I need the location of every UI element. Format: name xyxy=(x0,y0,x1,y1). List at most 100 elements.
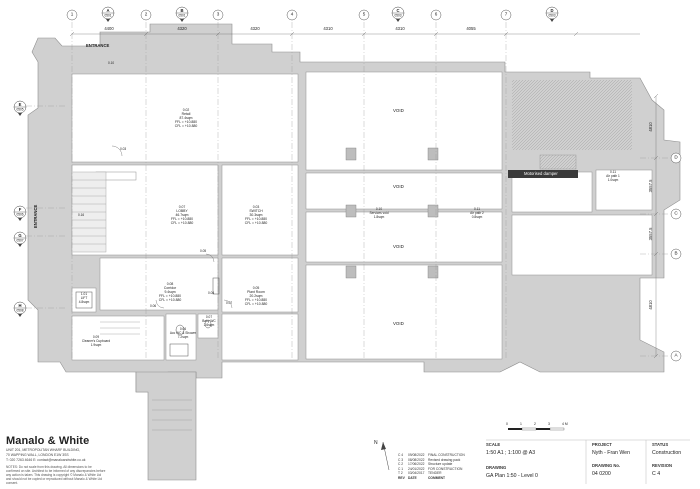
door-tag: 0.05 xyxy=(200,249,207,253)
grid-bubble-label: 5 xyxy=(362,11,366,17)
room-retail-id: 0.02 xyxy=(182,108,190,112)
room-switch-cfl: CFL = +10.880 xyxy=(244,221,268,225)
door-tag: 0.03 xyxy=(120,147,127,151)
section-marker-number: 0505 xyxy=(16,107,24,112)
room-baby-wc: 0.07 Baby WC 2.6sqm xyxy=(196,315,222,327)
north-label: N xyxy=(374,440,378,446)
void-label-2: VOID xyxy=(393,184,404,189)
room-baby-wc-id: 0.07 xyxy=(205,315,213,319)
section-marker-number: 0503 xyxy=(548,13,556,18)
room-air-path-2-name: Air path 2 xyxy=(470,210,484,215)
room-acc-wc-area: 7.2sqm xyxy=(177,334,189,339)
grid-bubble-label: 1 xyxy=(70,11,74,17)
grid-bubble xyxy=(670,350,682,362)
room-air-path-1-id: 0.11 xyxy=(610,170,616,174)
grid-bubble xyxy=(670,208,682,220)
room-retail-cfl: CFL = +10.880 xyxy=(174,124,198,128)
rev-header: COMMENT xyxy=(428,475,446,480)
section-marker-number: 0501 xyxy=(178,13,186,18)
dimension-label: 3557.5 xyxy=(647,179,653,193)
section-marker-letter: B xyxy=(180,7,184,13)
room-switch-name: SWITCH xyxy=(249,209,263,213)
scalebar-tick-label: 2 xyxy=(534,422,536,426)
section-marker-letter: C xyxy=(396,7,400,13)
rev-date: 17/06/2022 xyxy=(408,462,425,467)
columns xyxy=(345,147,439,279)
hatched-zone xyxy=(512,80,632,150)
motorised-damper-label: Motorised damper xyxy=(524,170,558,176)
grid-bubble-label: 6 xyxy=(434,11,438,17)
room-lift: 1.01 LIFT 4.8sqm xyxy=(74,292,94,304)
room-corridor-cfl: CFL = +10.880 xyxy=(158,298,182,302)
room-baby-wc-name: Baby WC xyxy=(202,318,216,323)
room-switch-area: 30.3sqm xyxy=(249,213,263,217)
room-lift-id: 1.01 xyxy=(80,292,88,296)
section-marker-number: 0501 xyxy=(104,13,112,18)
company-name: Manalo & White xyxy=(6,435,90,447)
scalebar-tick-label: 3 xyxy=(548,422,550,426)
room-retail-ffl: FFL = +10.880 xyxy=(174,120,198,124)
dimension-label: 4320 xyxy=(250,25,260,31)
grid-bubble-label: D xyxy=(674,154,678,160)
rev-comment: FINAL CONSTRUCTION xyxy=(428,453,465,457)
section-marker-letter: E xyxy=(18,101,22,107)
section-marker-letter: F xyxy=(18,206,22,212)
room-corridor-id: 0.08 xyxy=(166,282,174,286)
room-acc-wc: 0.06 Acc WC & Shower 7.2sqm xyxy=(166,327,200,339)
entrance-label-side: ENTRANCE xyxy=(33,204,38,228)
door-tag: 0.10 xyxy=(108,61,115,65)
drawing-notes: NOTES: Do not scale from this drawing. A… xyxy=(6,465,106,485)
room-plant-cfl: CFL = +10.880 xyxy=(244,302,268,306)
rev-code: C 3 xyxy=(398,457,404,462)
room-services-void-id: 0.10 xyxy=(375,207,383,211)
room-lift-name: LIFT xyxy=(80,295,88,300)
status-value: Construction xyxy=(652,450,682,456)
room-lobby-id: 0.07 xyxy=(178,205,186,209)
door-tag: 0.04 xyxy=(208,291,215,295)
section-marker-letter: D xyxy=(550,7,554,13)
gridlines xyxy=(26,22,670,360)
dimension-strings xyxy=(69,31,659,359)
room-lobby-ffl: FFL = +10.880 xyxy=(170,217,194,221)
section-marker-number: 0506 xyxy=(16,212,24,217)
rev-code: C 1 xyxy=(398,466,404,471)
section-marker-number: 0503 xyxy=(394,13,402,18)
scale-label: SCALE xyxy=(486,442,501,447)
room-baby-wc-area: 2.6sqm xyxy=(203,322,215,327)
rev-comment: TENDER xyxy=(428,471,442,476)
door-tag: 0.06 xyxy=(150,304,157,308)
grid-bubble-label: B xyxy=(674,250,678,256)
revision-label: REVISION xyxy=(652,463,673,468)
room-retail-area: 87.4sqm xyxy=(179,116,193,120)
grid-bubble xyxy=(670,248,682,260)
rev-comment: Revised drawing pack xyxy=(428,457,461,462)
room-lobby: 0.07 LOBBY 46.7sqm FFL = +10.880 CFL = +… xyxy=(162,205,202,225)
room-plant-id: 0.05 xyxy=(252,286,260,290)
dimension-label: 4055 xyxy=(466,25,476,31)
room-corridor-name: Corridor xyxy=(163,286,177,290)
grid-bubble-label: 4 xyxy=(290,11,294,17)
door-tag: 0.07 xyxy=(226,301,233,305)
grid-bubble xyxy=(430,9,442,21)
project-label: PROJECT xyxy=(592,442,612,447)
entrance-label-top: ENTRANCE xyxy=(86,43,110,48)
title-block-frame xyxy=(486,439,690,484)
north-arrow xyxy=(381,441,390,471)
entrance-stair xyxy=(71,171,107,253)
void-label-1: VOID xyxy=(393,108,404,113)
drawing-value: GA Plan 1:50 - Level 0 xyxy=(486,473,538,479)
company-address-line: T: 020 7263 4646 E: contact@manaloandwhi… xyxy=(6,458,86,462)
room-switch: 0.03 SWITCH 30.3sqm FFL = +10.880 CFL = … xyxy=(236,205,276,225)
rev-code: C 4 xyxy=(398,453,404,457)
rev-date: 03/04/2017 xyxy=(408,471,425,476)
company-address-line: UNIT 201, METROPOLITAN WHARF BUILDING, xyxy=(6,448,81,452)
scalebar-tick-label: 1 xyxy=(520,422,522,426)
scalebar-tick-label: 0 xyxy=(506,422,508,426)
rev-comment: FOR CONSTRUCTION xyxy=(428,466,463,471)
dimension-label: 4400 xyxy=(104,25,114,31)
